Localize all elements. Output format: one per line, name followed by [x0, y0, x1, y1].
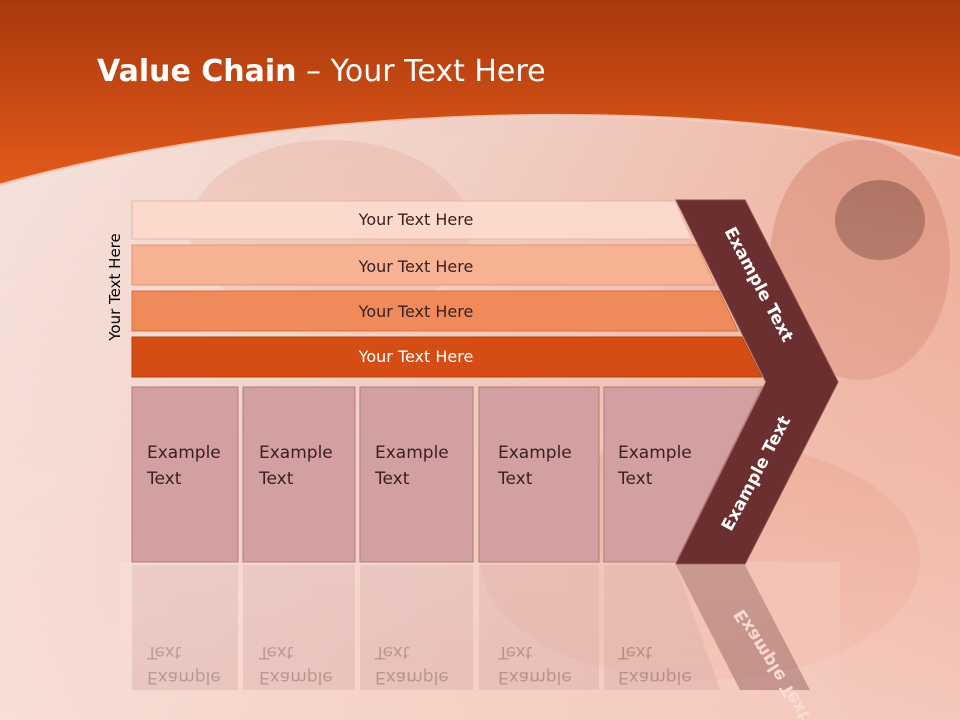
bar-2-label: Your Text Here: [358, 257, 474, 276]
box-1-line1: Example: [147, 443, 221, 463]
title-bold: Value Chain: [97, 54, 297, 89]
box-2: Example Text: [242, 386, 356, 563]
bar-1-label: Your Text Here: [358, 210, 474, 229]
bar-3: Your Text Here: [131, 290, 739, 332]
box-4-line1: Example: [498, 443, 572, 463]
box-3-line2: Text: [374, 469, 410, 489]
bar-4: Your Text Here: [131, 336, 763, 378]
box-1: Example Text: [131, 386, 239, 563]
box-3: Example Text: [359, 386, 474, 563]
box-5-line2: Text: [617, 469, 653, 489]
box-3-line1: Example: [375, 443, 449, 463]
box-5-line1: Example: [618, 443, 692, 463]
box-4-line2: Text: [497, 469, 533, 489]
bar-3-label: Your Text Here: [358, 302, 474, 321]
bar-1: Your Text Here: [131, 200, 693, 240]
slide-title: Value Chain – Your Text Here: [97, 54, 546, 89]
bar-4-label: Your Text Here: [358, 347, 474, 366]
bar-2: Your Text Here: [131, 244, 716, 286]
box-2-line1: Example: [259, 443, 333, 463]
box-2-line2: Text: [258, 469, 294, 489]
box-4: Example Text: [478, 386, 600, 563]
box-5: Example Text: [603, 386, 763, 563]
title-rest: – Your Text Here: [296, 54, 546, 89]
box-1-line2: Text: [146, 469, 182, 489]
